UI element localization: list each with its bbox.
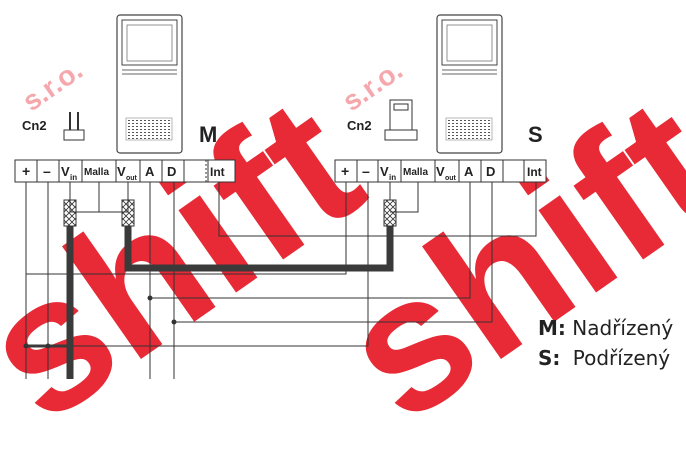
master-terminal-malla: Malla xyxy=(84,167,109,178)
master-terminal-vout: V xyxy=(117,164,126,179)
legend-key: M: xyxy=(538,316,566,340)
master-cn2-jumper xyxy=(63,112,85,141)
slave-terminal-vout: V xyxy=(436,164,445,179)
legend-master: M: Nadřízený xyxy=(538,316,673,340)
wiring xyxy=(25,182,537,379)
master-terminal-d: D xyxy=(167,164,176,179)
slave-terminal-strip: + – V in Malla V out A D Int xyxy=(334,159,547,183)
slave-terminal-vout-sub: out xyxy=(445,175,457,182)
slave-terminal-a: A xyxy=(464,164,474,179)
slave-terminal-minus: – xyxy=(362,163,370,179)
master-terminal-vout-sub: out xyxy=(126,175,138,182)
master-terminal-vin: V xyxy=(61,164,70,179)
legend-slave: S: Podřízený xyxy=(538,346,670,370)
slave-monitor xyxy=(436,14,503,154)
master-role-letter: M xyxy=(199,122,217,147)
slave-terminal-plus: + xyxy=(341,163,349,179)
slave-role-letter: S xyxy=(528,122,543,147)
legend-text: Podřízený xyxy=(572,346,671,370)
wiring-diagram: Cn2 Cn2 M S + – V in Malla V out A D Int xyxy=(14,14,547,379)
coax-braid-master-vin xyxy=(63,199,77,227)
legend-key: S: xyxy=(538,346,561,370)
slave-cn2-label: Cn2 xyxy=(347,118,372,133)
master-cn2-label: Cn2 xyxy=(22,118,47,133)
slave-cn2-jumper xyxy=(384,99,418,141)
coax-braid-slave-vin xyxy=(383,199,397,227)
coax-braid-master-vout xyxy=(121,199,135,227)
slave-terminal-vin: V xyxy=(380,164,389,179)
master-terminal-a: A xyxy=(145,164,155,179)
slave-terminal-vin-sub: in xyxy=(389,173,396,182)
master-monitor xyxy=(116,14,183,154)
master-terminal-plus: + xyxy=(22,163,30,179)
slave-terminal-d: D xyxy=(486,164,495,179)
slave-terminal-int: Int xyxy=(527,165,542,179)
legend-text: Nadřízený xyxy=(572,316,674,340)
master-terminal-vin-sub: in xyxy=(70,173,77,182)
junction-dots xyxy=(23,295,177,349)
master-terminal-strip: + – V in Malla V out A D Int xyxy=(14,159,236,183)
master-terminal-minus: – xyxy=(43,163,51,179)
coax-cables xyxy=(26,226,394,379)
slave-terminal-malla: Malla xyxy=(403,167,428,178)
master-terminal-int: Int xyxy=(210,165,225,179)
